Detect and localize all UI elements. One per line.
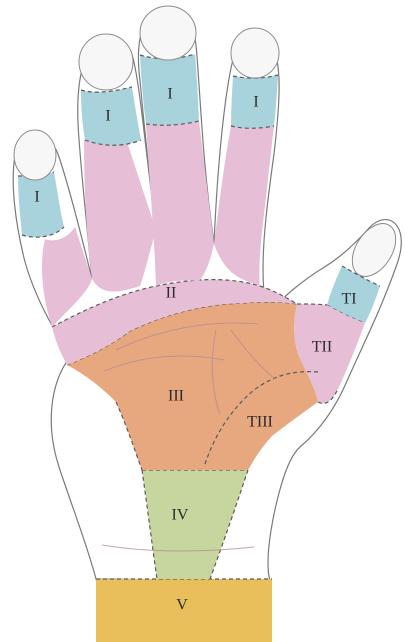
thumb-zone-1-label: TI bbox=[341, 291, 356, 308]
thumb-zone-3-label: TIII bbox=[247, 414, 273, 431]
nail-ring bbox=[140, 6, 196, 60]
nail-middle bbox=[79, 34, 133, 90]
zone-5-label: V bbox=[176, 597, 188, 614]
zone-1-ring-label: I bbox=[167, 86, 172, 103]
zone-1-index-label: I bbox=[34, 189, 39, 206]
zone-4-label: IV bbox=[172, 507, 189, 524]
zone-2-little-finger bbox=[214, 126, 274, 286]
zone-2-label: II bbox=[166, 285, 177, 302]
nail-little bbox=[231, 28, 279, 78]
zone-4-region bbox=[142, 470, 248, 579]
nail-index bbox=[14, 130, 56, 180]
zone-1-middle-label: I bbox=[105, 108, 110, 125]
zone-3-label: III bbox=[168, 388, 184, 405]
zone-1-index-finger bbox=[18, 172, 64, 237]
thumb-zone-2-label: TII bbox=[312, 339, 332, 356]
zone-1-little-label: I bbox=[253, 94, 258, 111]
zone-1-middle-finger bbox=[81, 87, 141, 145]
zone-2-middle-finger bbox=[84, 139, 156, 292]
